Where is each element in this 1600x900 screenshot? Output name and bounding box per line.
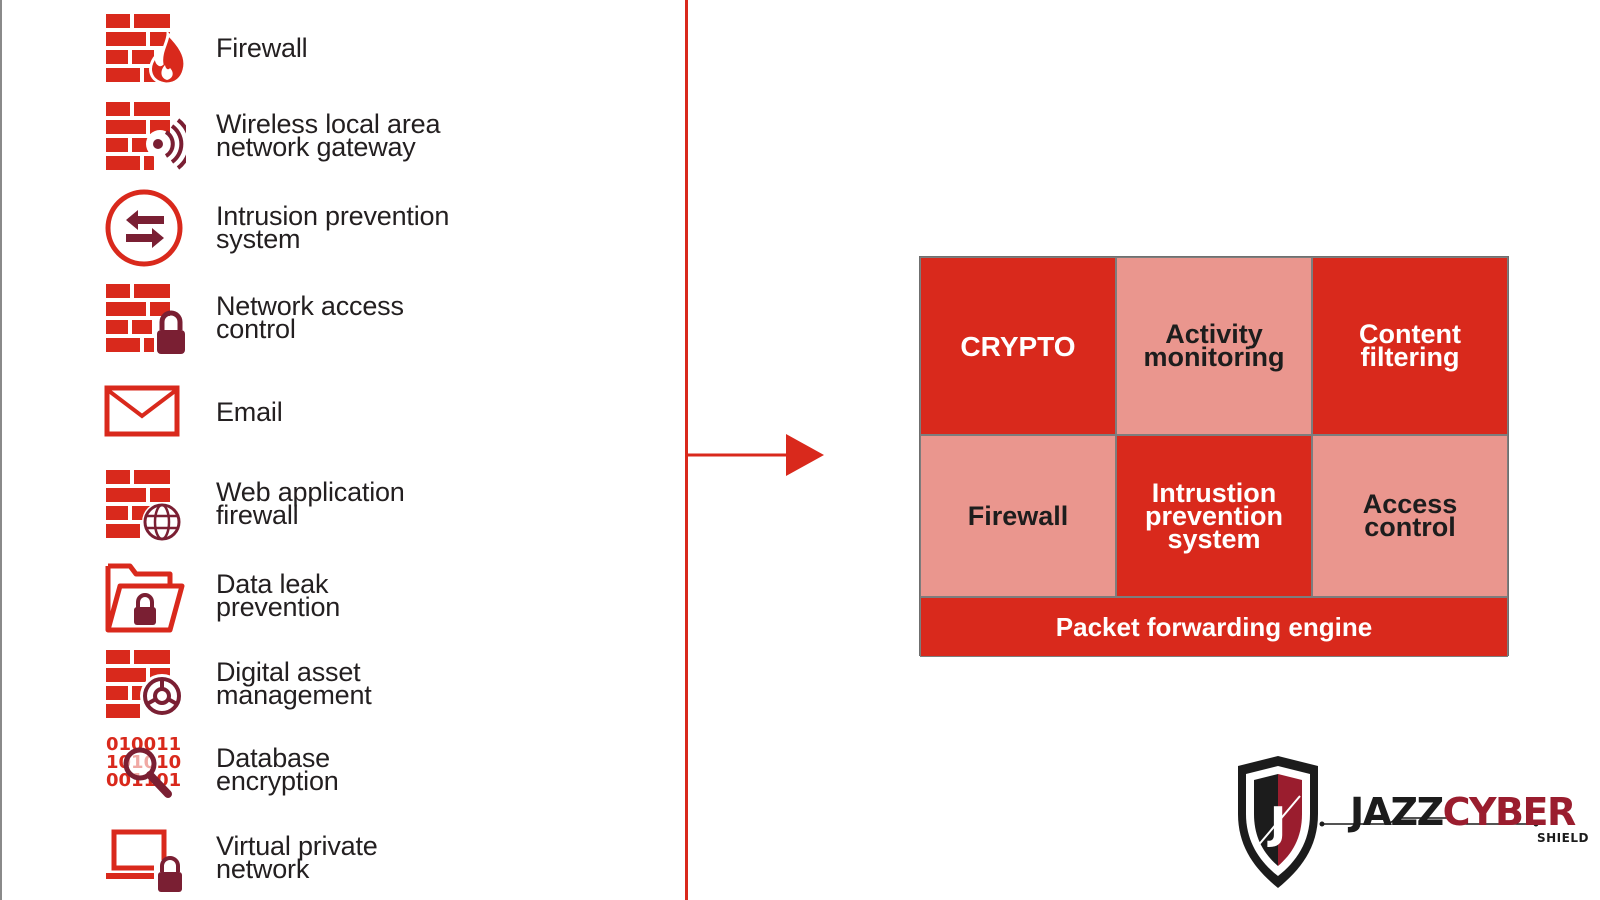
database-encryption-icon: 010011 101010 001101 — [106, 734, 181, 798]
feature-item-wireless: Wireless local area network gateway — [104, 96, 440, 176]
brand-name: JAZZCYBER — [1350, 790, 1577, 834]
feature-list: Firewall Wireless local area network gat… — [0, 0, 680, 900]
svg-text:010011: 010011 — [106, 734, 181, 755]
digital-asset-icon — [106, 650, 184, 718]
arch-cell-crypto: CRYPTO — [920, 257, 1116, 435]
feature-item-database-encryption: 010011 101010 001101 Database encryption — [104, 730, 339, 810]
feature-label: Database encryption — [216, 743, 339, 796]
right-arrow-icon — [686, 434, 824, 476]
logo-mark: J — [1267, 798, 1286, 849]
feature-label: Virtual private network — [216, 831, 378, 884]
data-leak-folder-icon — [105, 563, 185, 633]
feature-label: Network access control — [216, 291, 404, 344]
vertical-divider — [685, 0, 688, 900]
feature-item-virtual-private-network: Virtual private network — [104, 818, 378, 898]
arch-cell-intrusion-prevention: Intrustion prevention system — [1116, 435, 1312, 597]
brand-subtitle: SHIELD — [1537, 831, 1589, 845]
feature-label: Email — [216, 396, 283, 427]
feature-label: Data leak prevention — [216, 569, 341, 622]
shield-logo-icon: J — [1238, 756, 1539, 888]
email-envelope-icon — [104, 385, 180, 437]
feature-item-web-application-firewall: Web application firewall — [104, 464, 405, 544]
intrusion-prevention-icon — [105, 189, 183, 267]
feature-label: Digital asset management — [216, 657, 372, 710]
feature-item-data-leak-prevention: Data leak prevention — [104, 556, 340, 636]
feature-item-network-access-control: Network access control — [104, 278, 404, 358]
arch-cell-activity-monitoring: Activity monitoring — [1116, 257, 1312, 435]
brand-name-jazz: JAZZ — [1350, 790, 1444, 834]
feature-label: Web application firewall — [216, 477, 405, 530]
network-access-lock-icon — [106, 284, 186, 358]
arch-cell-content-filtering: Content filtering — [1312, 257, 1508, 435]
arch-cell-access-control: Access control — [1312, 435, 1508, 597]
feature-item-firewall: Firewall — [104, 8, 308, 88]
brand-name-cyber: CYBER — [1442, 790, 1577, 834]
arch-cell-firewall: Firewall — [920, 435, 1116, 597]
feature-item-intrusion-prevention: Intrusion prevention system — [104, 188, 449, 268]
left-border — [0, 0, 2, 900]
vpn-laptop-icon — [106, 829, 186, 896]
wireless-gateway-icon — [106, 102, 186, 170]
architecture-diagram: CRYPTO Activity monitoring Content filte… — [919, 256, 1509, 657]
web-application-firewall-icon — [106, 470, 182, 542]
feature-label: Wireless local area network gateway — [216, 109, 441, 162]
arch-cell-packet-forwarding-engine: Packet forwarding engine — [920, 597, 1508, 657]
firewall-flame-icon — [106, 14, 186, 86]
feature-item-digital-asset-management: Digital asset management — [104, 644, 372, 724]
feature-label: Intrusion prevention system — [216, 201, 450, 254]
feature-item-email: Email — [104, 372, 283, 452]
feature-label: Firewall — [216, 32, 308, 63]
